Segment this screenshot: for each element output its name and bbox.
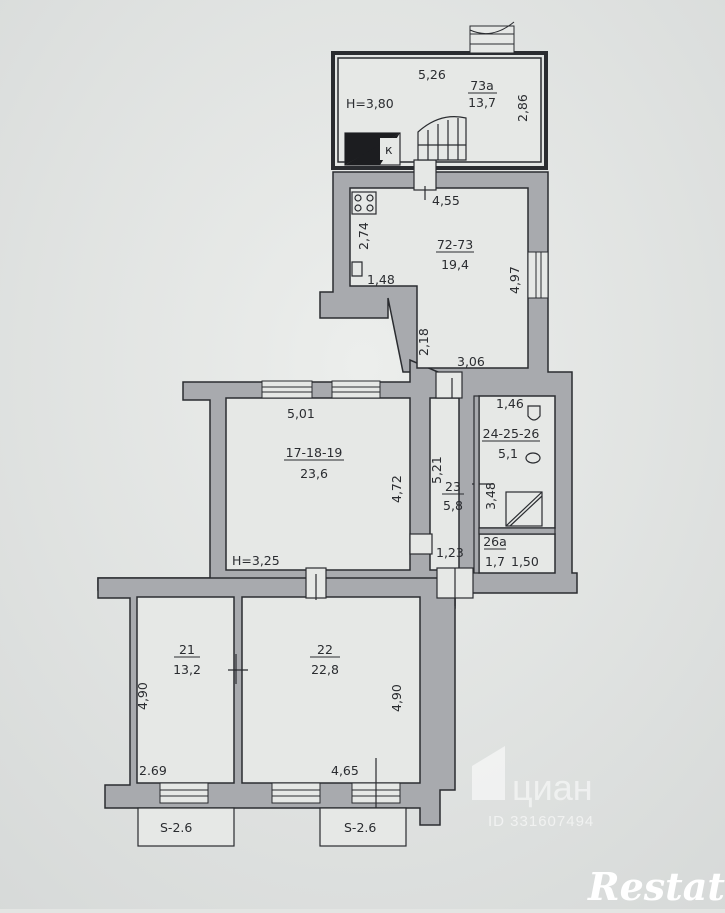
svg-text:22,8: 22,8 (311, 662, 339, 677)
dim-497: 4,97 (507, 266, 522, 294)
svg-text:23: 23 (445, 479, 461, 494)
svg-text:13,7: 13,7 (468, 95, 496, 110)
dim-521: 5,21 (429, 456, 444, 484)
dim-146: 1,46 (496, 396, 524, 411)
svg-text:17-18-19: 17-18-19 (286, 445, 343, 460)
sanitary-fixtures (351, 191, 556, 574)
cian-id-text: ID 331607494 (488, 813, 594, 830)
label-room-73a: 73а 13,7 (468, 78, 497, 110)
svg-text:19,4: 19,4 (441, 257, 469, 272)
height-325: H=3,25 (232, 553, 280, 568)
height-labels: H=3,80 H=3,25 (232, 96, 394, 568)
svg-text:5,1: 5,1 (498, 446, 518, 461)
slab-box-1 (137, 807, 235, 847)
dim-269: 2.69 (139, 763, 167, 778)
door-marks (228, 159, 494, 810)
slab-label-1: S-2.6 (160, 820, 192, 835)
svg-text:21: 21 (179, 642, 195, 657)
dim-526: 5,26 (418, 67, 446, 82)
shower-icon (505, 491, 543, 527)
window-room-21-bottom (159, 782, 209, 804)
window-top-73a (469, 21, 515, 54)
svg-text:1,7: 1,7 (485, 554, 505, 569)
svg-text:5,8: 5,8 (443, 498, 463, 513)
window-room-17-right (331, 380, 381, 399)
room-22-floor (241, 596, 421, 784)
label-room-23: 23 5,8 (442, 479, 464, 513)
height-380: H=3,80 (346, 96, 394, 111)
dim-472: 4,72 (389, 475, 404, 503)
partition-26a (478, 527, 556, 535)
kitchen-sink-icon (351, 261, 363, 277)
room-72-73-floor (349, 187, 529, 369)
dim-123: 1,23 (436, 545, 464, 560)
dim-455: 4,55 (432, 193, 460, 208)
dim-148: 1,48 (367, 272, 395, 287)
svg-text:23,6: 23,6 (300, 466, 328, 481)
room-73a-outer-wall (331, 51, 548, 170)
dim-348: 3,48 (483, 482, 498, 510)
svg-text:24-25-26: 24-25-26 (483, 426, 540, 441)
window-room-22-left (271, 782, 321, 804)
svg-text:13,2: 13,2 (173, 662, 201, 677)
door-73a-to-kitchen (413, 159, 437, 191)
partition-bath (473, 395, 480, 574)
window-kitchen-right (527, 251, 549, 299)
boiler-box: к (344, 132, 401, 166)
svg-text:26а: 26а (483, 534, 507, 549)
door-kitchen-to-corridor (435, 371, 463, 399)
cian-logo-icon (472, 746, 505, 800)
boiler-mark: к (385, 142, 393, 157)
restate-logo-text: Restate (587, 864, 725, 909)
dimension-labels: 5,26 2,86 4,55 2,74 1,48 4,97 2,18 3,06 … (135, 67, 539, 778)
dim-306: 3,06 (457, 354, 485, 369)
slab-labels: S-2.6 S-2.6 (160, 820, 376, 835)
slab-box-2 (319, 807, 407, 847)
dim-465: 4,65 (331, 763, 359, 778)
window-room-17-left (261, 380, 313, 399)
dim-218: 2,18 (416, 328, 431, 356)
toilet-icon (527, 405, 541, 421)
sink-icon (525, 452, 541, 464)
svg-text:72-73: 72-73 (437, 237, 473, 252)
slab-boxes (137, 807, 407, 847)
room-17-18-19-floor (225, 397, 411, 571)
door-room-17-to-23 (409, 533, 433, 555)
restate-brand: Restate (587, 864, 725, 909)
dim-501: 5,01 (287, 406, 315, 421)
stove-icon (351, 191, 377, 215)
label-room-26a: 26а 1,7 (483, 534, 507, 569)
label-room-21: 21 13,2 (173, 642, 201, 677)
label-room-24-25-26: 24-25-26 5,1 (482, 426, 540, 461)
room-floors (136, 57, 556, 784)
dim-286: 2,86 (515, 94, 530, 122)
label-room-22: 22 22,8 (310, 642, 340, 677)
room-21-floor (136, 596, 235, 784)
dim-490-left: 4,90 (135, 682, 150, 710)
stairs-icon (417, 116, 467, 161)
dim-490-right: 4,90 (389, 684, 404, 712)
label-room-72-73: 72-73 19,4 (436, 237, 474, 272)
cian-watermark: циан ID 331607494 (472, 746, 594, 830)
dim-150: 1,50 (511, 554, 539, 569)
slab-label-2: S-2.6 (344, 820, 376, 835)
label-room-17-18-19: 17-18-19 23,6 (284, 445, 344, 481)
svg-text:73а: 73а (470, 78, 494, 93)
room-73a-inner-line (337, 57, 542, 163)
svg-text:22: 22 (317, 642, 333, 657)
cian-logo-text: циан (512, 767, 593, 808)
room-labels: 73а 13,7 72-73 19,4 17-18-19 23,6 23 5,8… (173, 78, 540, 677)
dim-274: 2,74 (356, 222, 371, 250)
